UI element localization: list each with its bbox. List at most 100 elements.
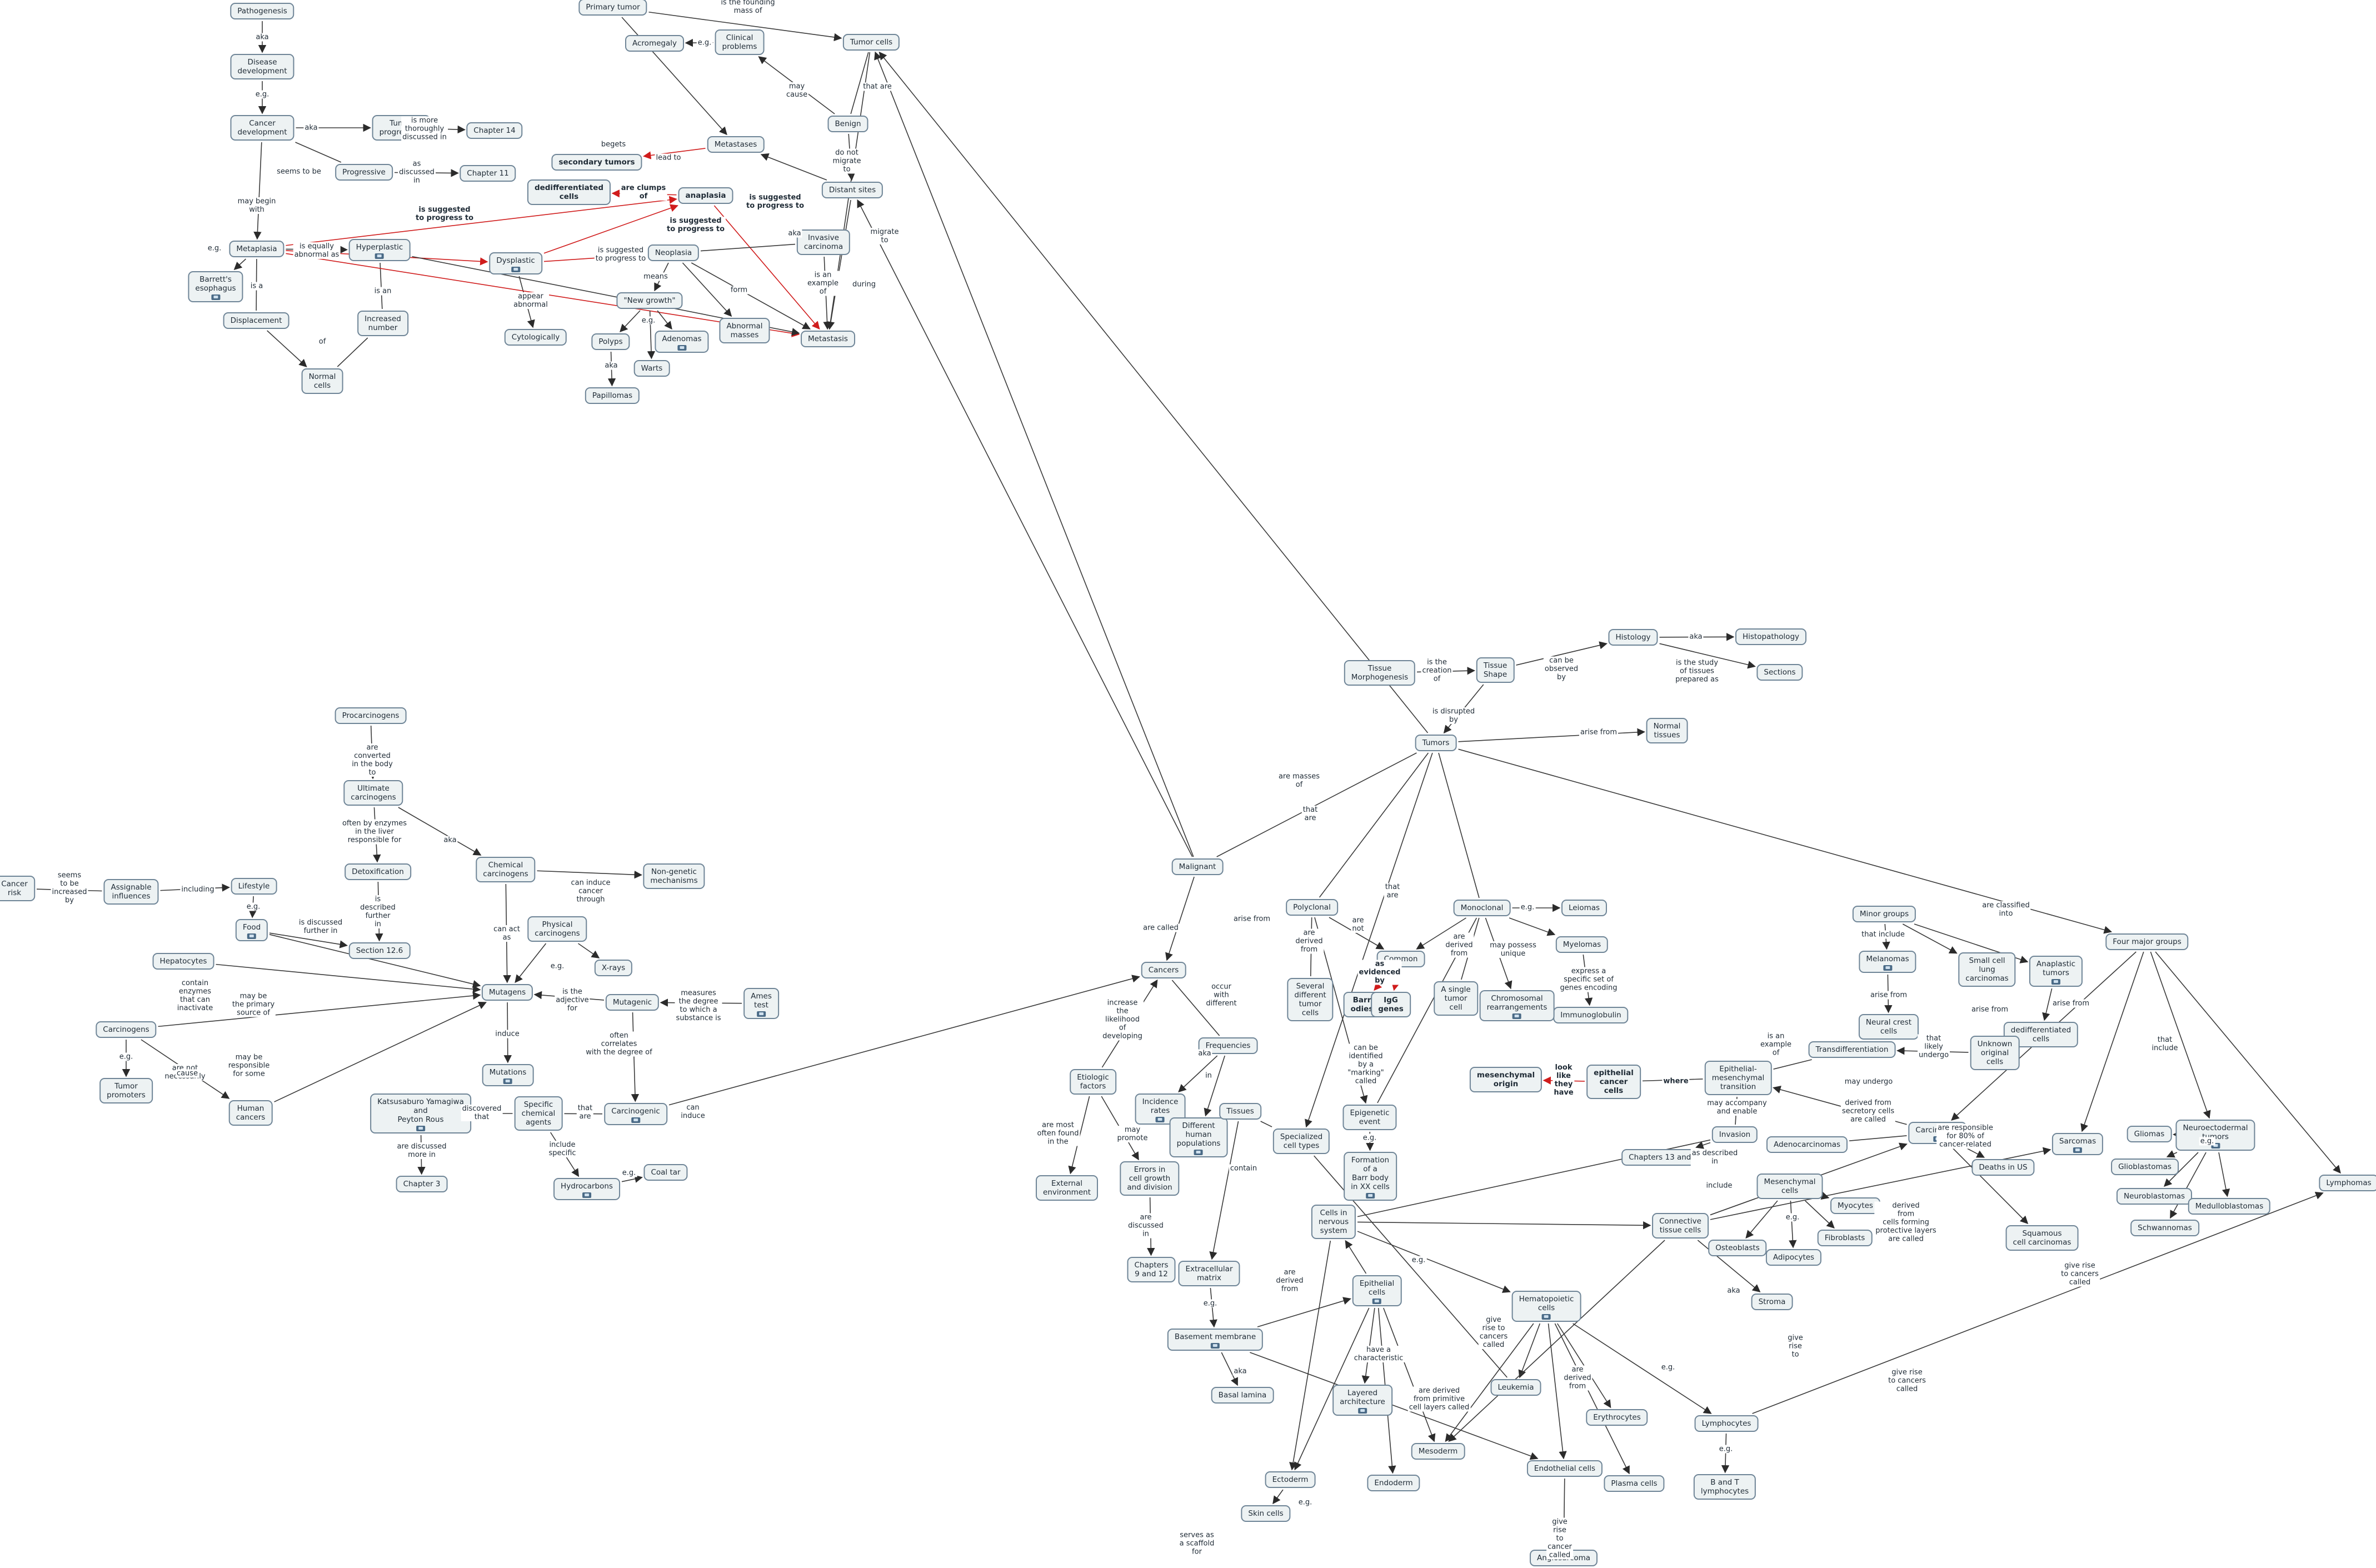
concept-node-connective-tissue-cells[interactable]: Connective tissue cells [1652,1213,1709,1239]
concept-node-different-human-populations[interactable]: Different human populations [1169,1117,1228,1157]
concept-node-melanomas[interactable]: Melanomas [1859,951,1916,973]
attached-resource-icon[interactable] [677,345,686,351]
concept-node-etiologic-factors[interactable]: Etiologic factors [1070,1069,1116,1095]
concept-node-ames-test[interactable]: Ames test [743,988,779,1019]
attached-resource-icon[interactable] [2073,1147,2082,1153]
concept-node-epithelial-cells[interactable]: Epithelial cells [1352,1275,1402,1306]
concept-node-x-rays[interactable]: X-rays [594,960,633,976]
concept-node-sarcomas[interactable]: Sarcomas [2051,1133,2104,1155]
concept-node-metastasis[interactable]: Metastasis [801,331,855,347]
concept-node-igg-genes[interactable]: IgG genes [1371,992,1411,1017]
concept-node-neuroectodermal-tumors[interactable]: Neuroectodermal tumors [2175,1120,2255,1151]
attached-resource-icon[interactable] [1513,1013,1521,1019]
attached-resource-icon[interactable] [1211,1343,1220,1349]
concept-node-layered-architecture[interactable]: Layered architecture [1332,1385,1392,1416]
attached-resource-icon[interactable] [1358,1408,1367,1414]
concept-node-polyclonal[interactable]: Polyclonal [1286,899,1338,916]
concept-node-distant-sites[interactable]: Distant sites [821,182,883,198]
concept-node-chapter-3[interactable]: Chapter 3 [396,1176,448,1192]
concept-node-mesenchymal-origin[interactable]: mesenchymal origin [1469,1067,1543,1092]
concept-node-frequencies[interactable]: Frequencies [1198,1037,1258,1054]
concept-node-errors-in-cell-growth-and-division[interactable]: Errors in cell growth and division [1120,1161,1180,1196]
concept-node-transdifferentiation[interactable]: Transdifferentiation [1808,1041,1896,1058]
concept-node-chemical-carcinogens[interactable]: Chemical carcinogens [476,857,536,882]
concept-node-metaplasia[interactable]: Metaplasia [229,241,284,257]
concept-node-mutagenic[interactable]: Mutagenic [605,994,660,1011]
concept-node-detoxification[interactable]: Detoxification [345,863,411,880]
concept-node-glioblastomas[interactable]: Glioblastomas [2111,1158,2179,1175]
concept-node-myocytes[interactable]: Myocytes [1830,1197,1880,1214]
concept-node-neuroblastomas[interactable]: Neuroblastomas [2116,1188,2193,1205]
attached-resource-icon[interactable] [1194,1150,1203,1155]
concept-node-increased-number[interactable]: Increased number [357,311,408,336]
concept-node-cancer-development[interactable]: Cancer development [230,115,294,141]
concept-node-lymphomas[interactable]: Lymphomas [2319,1175,2376,1191]
concept-node-several-different-tumor-cells[interactable]: Several different tumor cells [1287,978,1334,1021]
concept-node-medulloblastomas[interactable]: Medulloblastomas [2188,1198,2271,1215]
concept-node-extracellular-matrix[interactable]: Extracellular matrix [1178,1261,1240,1286]
concept-node-myelomas[interactable]: Myelomas [1555,936,1609,953]
concept-node-four-major-groups[interactable]: Four major groups [2105,933,2189,950]
concept-node-external-environment[interactable]: External environment [1036,1175,1098,1201]
concept-node-new-growth[interactable]: "New growth" [616,292,683,309]
concept-node-ectoderm[interactable]: Ectoderm [1265,1471,1316,1488]
concept-node-lifestyle[interactable]: Lifestyle [231,878,277,895]
concept-node-neural-crest-cells[interactable]: Neural crest cells [1858,1014,1919,1040]
concept-node-b-and-t-lymphocytes[interactable]: B and T lymphocytes [1693,1474,1756,1500]
concept-node-formation-of-a-barr-body-in-xx-cells[interactable]: Formation of a Barr body in XX cells [1344,1152,1397,1201]
concept-node-non-genetic-mechanisms[interactable]: Non-genetic mechanisms [643,863,705,889]
concept-node-metastases[interactable]: Metastases [707,136,765,153]
concept-node-monoclonal[interactable]: Monoclonal [1453,900,1511,916]
concept-node-lymphocytes[interactable]: Lymphocytes [1694,1415,1759,1432]
concept-node-normal-cells[interactable]: Normal cells [301,368,343,394]
concept-node-hyperplastic[interactable]: Hyperplastic [348,239,411,261]
concept-node-chromosomal-rearrangements[interactable]: Chromosomal rearrangements [1479,990,1555,1021]
attached-resource-icon[interactable] [375,253,384,259]
concept-node-basal-lamina[interactable]: Basal lamina [1211,1387,1274,1404]
attached-resource-icon[interactable] [1366,1193,1375,1199]
attached-resource-icon[interactable] [756,1011,766,1017]
concept-node-immunoglobulin[interactable]: Immunoglobulin [1553,1007,1629,1023]
concept-node-polyps[interactable]: Polyps [591,333,630,350]
concept-node-osteoblasts[interactable]: Osteoblasts [1708,1240,1767,1256]
concept-node-mesenchymal-cells[interactable]: Mesenchymal cells [1756,1173,1823,1199]
attached-resource-icon[interactable] [582,1192,591,1198]
attached-resource-icon[interactable] [1372,1299,1381,1304]
attached-resource-icon[interactable] [1156,1117,1165,1122]
concept-node-tumors[interactable]: Tumors [1415,735,1457,751]
attached-resource-icon[interactable] [1541,1314,1551,1320]
attached-resource-icon[interactable] [631,1117,640,1123]
concept-node-neoplasia[interactable]: Neoplasia [647,244,700,261]
concept-node-adenomas[interactable]: Adenomas [655,331,709,353]
concept-node-chapters-9-and-12[interactable]: Chapters 9 and 12 [1127,1257,1176,1282]
concept-node-skin-cells[interactable]: Skin cells [1241,1505,1291,1522]
concept-node-ultimate-carcinogens[interactable]: Ultimate carcinogens [343,780,403,806]
concept-node-specialized-cell-types[interactable]: Specialized cell types [1272,1128,1330,1154]
concept-node-benign[interactable]: Benign [827,116,868,132]
concept-node-human-cancers[interactable]: Human cancers [228,1100,273,1126]
concept-node-hydrocarbons[interactable]: Hydrocarbons [553,1178,620,1200]
concept-node-histopathology[interactable]: Histopathology [1735,628,1807,645]
concept-node-anaplasia[interactable]: anaplasia [678,187,733,204]
concept-node-minor-groups[interactable]: Minor groups [1852,906,1916,922]
concept-node-secondary-tumors[interactable]: secondary tumors [551,154,642,171]
concept-node-basement-membrane[interactable]: Basement membrane [1167,1329,1264,1351]
concept-node-tissue-shape[interactable]: Tissue Shape [1476,657,1515,683]
concept-node-acromegaly[interactable]: Acromegaly [625,35,684,52]
concept-node-plasma-cells[interactable]: Plasma cells [1604,1475,1665,1492]
concept-node-papillomas[interactable]: Papillomas [585,387,640,404]
concept-node-endoderm[interactable]: Endoderm [1367,1475,1420,1491]
concept-node-disease-development[interactable]: Disease development [230,54,294,79]
concept-node-deaths-in-us[interactable]: Deaths in US [1971,1159,2035,1176]
concept-node-fibroblasts[interactable]: Fibroblasts [1817,1230,1873,1246]
concept-node-cancer-risk[interactable]: Cancer risk [0,876,35,901]
concept-node-tumor-cells[interactable]: Tumor cells [842,34,900,51]
concept-node-dedifferentiated-cells[interactable]: dedifferentiated cells [527,179,611,205]
concept-node-coal-tar[interactable]: Coal tar [643,1164,688,1181]
concept-node-primary-tumor[interactable]: Primary tumor [578,0,647,16]
attached-resource-icon[interactable] [2051,979,2060,985]
concept-node-gliomas[interactable]: Gliomas [2127,1126,2172,1142]
concept-node-clinical-problems[interactable]: Clinical problems [715,29,765,55]
attached-resource-icon[interactable] [416,1126,425,1131]
concept-node-adenocarcinomas[interactable]: Adenocarcinomas [1766,1136,1848,1153]
